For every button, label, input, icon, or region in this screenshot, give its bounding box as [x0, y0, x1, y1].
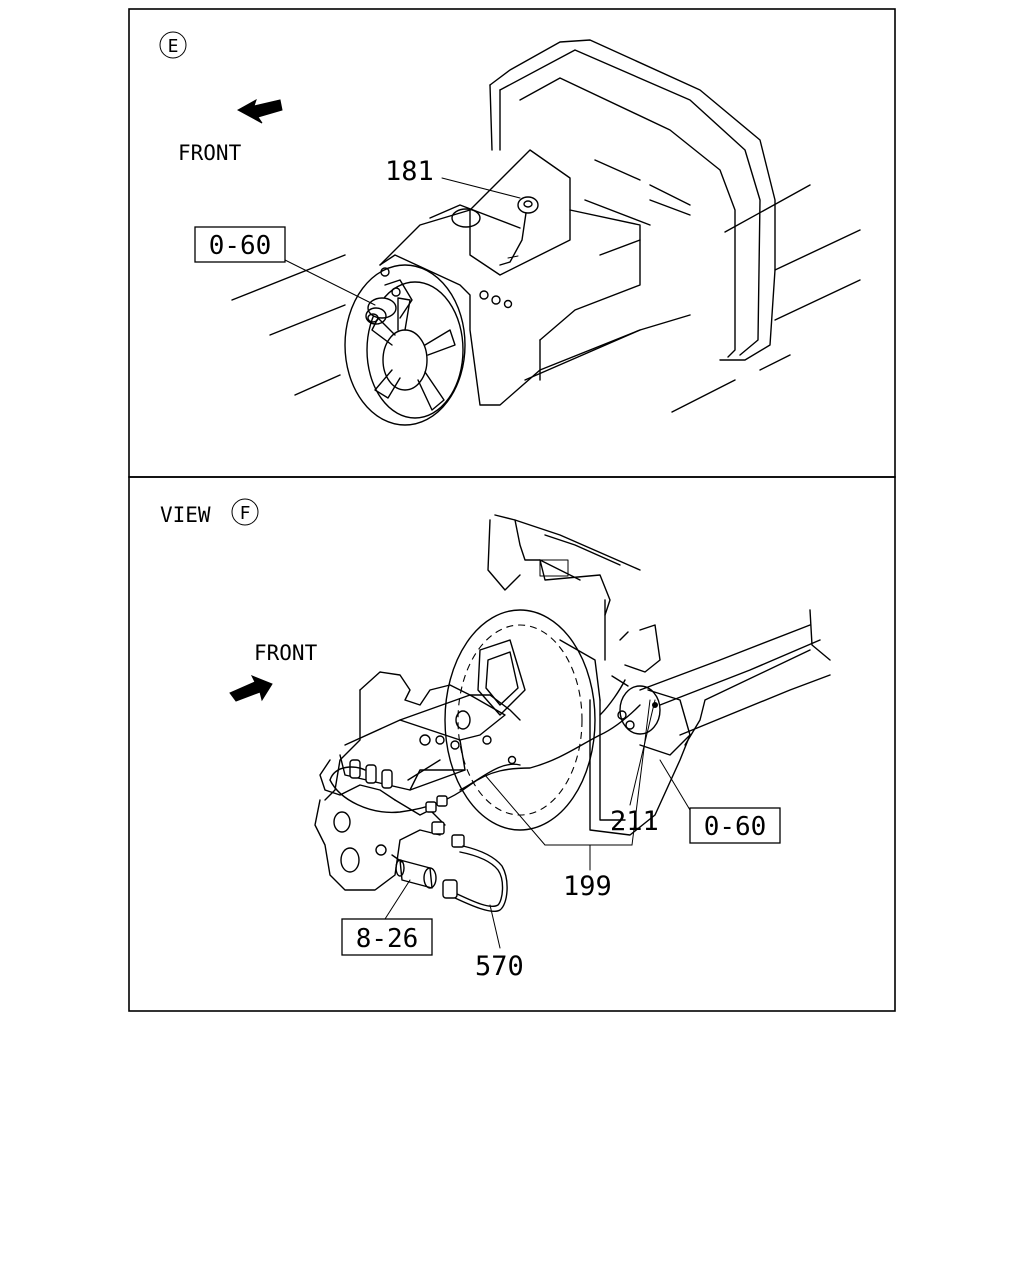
ref-box-8-26-text: 8-26 [356, 924, 419, 954]
view-prefix: VIEW [160, 503, 211, 527]
front-label-top: FRONT [178, 141, 242, 165]
ref-box-0-60-bottom [689, 807, 781, 844]
ref-box-8-26 [341, 918, 433, 956]
leader-181 [441, 177, 521, 199]
wire-harness [329, 675, 641, 814]
view-marker-e-letter: E [168, 36, 179, 57]
shift-unit [319, 671, 521, 801]
panel-bottom: VIEW F FRONT [160, 498, 831, 982]
view-marker-e: E [159, 31, 187, 59]
callout-570: 570 [475, 951, 524, 982]
chassis-line [231, 254, 346, 301]
frame-rails-top [489, 39, 861, 413]
panel-top: E FRONT [159, 31, 861, 426]
transmission-body-top [379, 149, 691, 406]
chassis-line [269, 304, 346, 336]
leader-8-26 [384, 879, 411, 920]
callout-181: 181 [385, 156, 434, 187]
front-arrow-icon [229, 675, 273, 702]
cable-570 [442, 845, 508, 912]
leader-0-60-bottom [659, 759, 691, 811]
gearbox-lower [314, 799, 465, 891]
driveshaft-rails [619, 609, 831, 746]
ref-box-0-60-top [194, 226, 286, 263]
chassis-line [294, 374, 341, 396]
ref-box-0-60-top-text: 0-60 [209, 231, 272, 261]
engine-mount-frame [487, 514, 641, 661]
bell-housing [444, 609, 601, 831]
front-label-bottom: FRONT [254, 641, 318, 665]
speed-sensor [391, 854, 437, 889]
front-arrow-icon [236, 98, 283, 124]
output-shaft-top [365, 279, 413, 325]
leader-0-60-top [284, 259, 376, 306]
leader-211 [629, 699, 656, 806]
leader-199 [484, 699, 651, 871]
transmission-case-bottom [589, 685, 691, 836]
view-marker-f-letter: F [240, 503, 251, 524]
callout-199: 199 [563, 871, 612, 902]
leader-570 [489, 904, 501, 949]
callout-211: 211 [610, 806, 659, 837]
panel-bottom-frame [128, 476, 896, 1012]
ref-box-0-60-bottom-text: 0-60 [704, 812, 767, 842]
view-marker-f: F [231, 498, 259, 526]
part-181-sensor [499, 196, 539, 266]
